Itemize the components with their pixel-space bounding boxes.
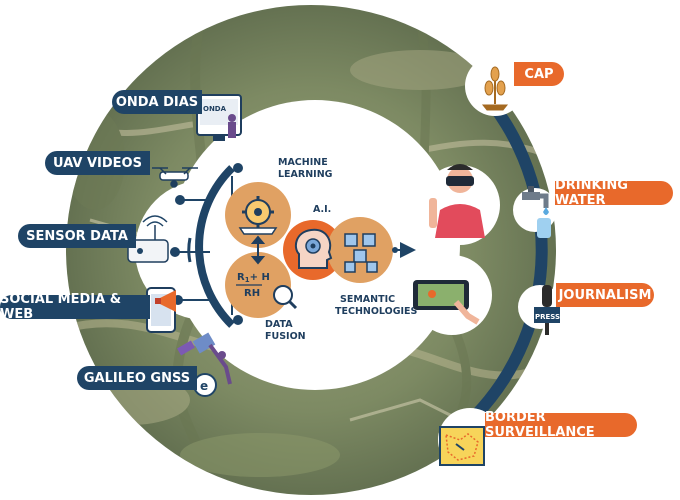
output-label-text: DRINKING WATER bbox=[555, 178, 628, 208]
press-text: PRESS bbox=[535, 313, 560, 321]
input-label-text: SOCIAL MEDIA & WEB bbox=[0, 292, 122, 322]
gear-hand-icon bbox=[238, 196, 278, 235]
border-map-icon bbox=[439, 426, 485, 466]
ai-head-icon bbox=[294, 228, 333, 269]
wheat-icon bbox=[481, 66, 509, 111]
output-label-drinking-water: DRINKING WATER bbox=[555, 178, 673, 208]
machine-learning-line-2: LEARNING bbox=[278, 169, 333, 180]
output-arc bbox=[471, 80, 548, 420]
input-label-text: GALILEO GNSS bbox=[83, 370, 191, 386]
input-label-social-media-web: SOCIAL MEDIA & WEB bbox=[0, 292, 150, 322]
semantic-line-2: TECHNOLOGIES bbox=[335, 306, 418, 317]
data-fusion-line-1: DATA bbox=[265, 319, 293, 330]
output-label-cap: CAP bbox=[514, 62, 564, 86]
input-label-onda-dias: ONDA DIAS bbox=[112, 90, 202, 114]
smartphone-megaphone-icon bbox=[146, 287, 176, 333]
input-label-sensor-data: SENSOR DATA bbox=[18, 224, 136, 248]
phone-map-icon bbox=[413, 280, 480, 325]
formula-top: R1+ H bbox=[237, 272, 270, 284]
input-label-text: SENSOR DATA bbox=[26, 228, 128, 244]
input-label-uav-videos: UAV VIDEOS bbox=[45, 151, 150, 175]
formula-magnifier-icon bbox=[236, 284, 298, 310]
onda-monitor-icon: ONDA bbox=[196, 94, 242, 141]
output-label-border-surveillance: BORDER SURVEILLANCE bbox=[485, 410, 637, 440]
semantic-line-1: SEMANTIC bbox=[340, 294, 395, 305]
ai-label: A.I. bbox=[313, 204, 331, 215]
fusion-bracket bbox=[195, 165, 235, 328]
svg-text:e: e bbox=[200, 379, 208, 393]
output-label-text: BORDER SURVEILLANCE bbox=[485, 410, 595, 440]
formula-bottom: RH bbox=[244, 288, 260, 299]
input-label-text: UAV VIDEOS bbox=[53, 155, 142, 171]
data-fusion-line-2: FUSION bbox=[265, 331, 306, 342]
vr-headset-person-icon bbox=[429, 164, 485, 238]
machine-learning-line-1: MACHINE bbox=[278, 157, 328, 168]
water-tap-icon bbox=[522, 186, 551, 238]
onda-monitor-text: ONDA bbox=[203, 105, 227, 113]
input-label-galileo-gnss: GALILEO GNSS bbox=[77, 366, 197, 390]
output-label-text: CAP bbox=[524, 66, 554, 82]
cubes-icon bbox=[344, 233, 378, 273]
input-label-text: ONDA DIAS bbox=[115, 94, 199, 110]
press-microphone-icon: PRESS bbox=[534, 285, 560, 335]
sensor-router-icon bbox=[127, 215, 169, 263]
output-arrow bbox=[392, 242, 416, 258]
exchange-arrow-icon bbox=[250, 235, 266, 265]
output-label-text: JOURNALISM bbox=[558, 287, 652, 303]
drone-icon bbox=[152, 167, 198, 188]
output-label-journalism: JOURNALISM bbox=[556, 283, 654, 307]
